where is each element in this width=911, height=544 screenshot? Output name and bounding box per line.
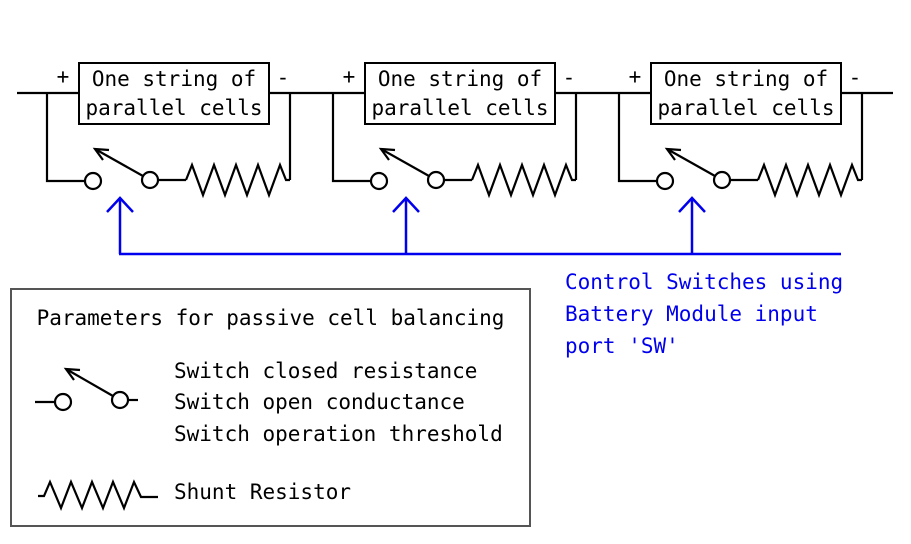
legend-switch-icon [35,367,138,412]
control-annotation-line2: Battery Module input [565,302,818,326]
legend-entry-switch-threshold: Switch operation threshold [174,422,503,446]
control-arrow-icon-3 [677,196,707,256]
control-annotation-line1: Control Switches using [565,270,844,294]
legend-switch-arrowhead-icon [63,367,81,381]
minus-terminal-label: - [276,65,290,90]
control-annotation: Control Switches using Battery Module in… [565,266,843,362]
cell-string-label-line2: parallel cells [657,95,835,120]
cell-string-label-line2: parallel cells [371,95,549,120]
legend-box: Parameters for passive cell balancing Sw… [10,288,531,527]
legend-entry-shunt-resistor: Shunt Resistor [174,480,352,504]
legend-resistor-icon [38,479,158,511]
legend-switch-contact-left [53,392,73,412]
cell-string-label-line1: One string of [91,66,257,91]
cell-string-box-2: One string of parallel cells [364,62,556,125]
control-arrow-icon-2 [391,196,421,256]
control-arrow-icon-1 [105,196,135,256]
minus-terminal-label: - [848,65,862,90]
control-annotation-line3: port 'SW' [565,334,679,358]
cell-string-box-1: One string of parallel cells [78,62,270,125]
cell-string-box-3: One string of parallel cells [650,62,842,125]
minus-terminal-label: - [562,65,576,90]
cell-string-label-line1: One string of [663,66,829,91]
cell-string-label-line2: parallel cells [85,95,263,120]
cell-string-label-line1: One string of [377,66,543,91]
legend-entry-switch-open: Switch open conductance [174,390,465,414]
plus-terminal-label: + [342,64,356,89]
legend-entry-switch-closed: Switch closed resistance [174,359,478,383]
plus-terminal-label: + [56,64,70,89]
legend-switch-lever [65,368,114,397]
legend-title: Parameters for passive cell balancing [36,306,505,330]
plus-terminal-label: + [628,64,642,89]
